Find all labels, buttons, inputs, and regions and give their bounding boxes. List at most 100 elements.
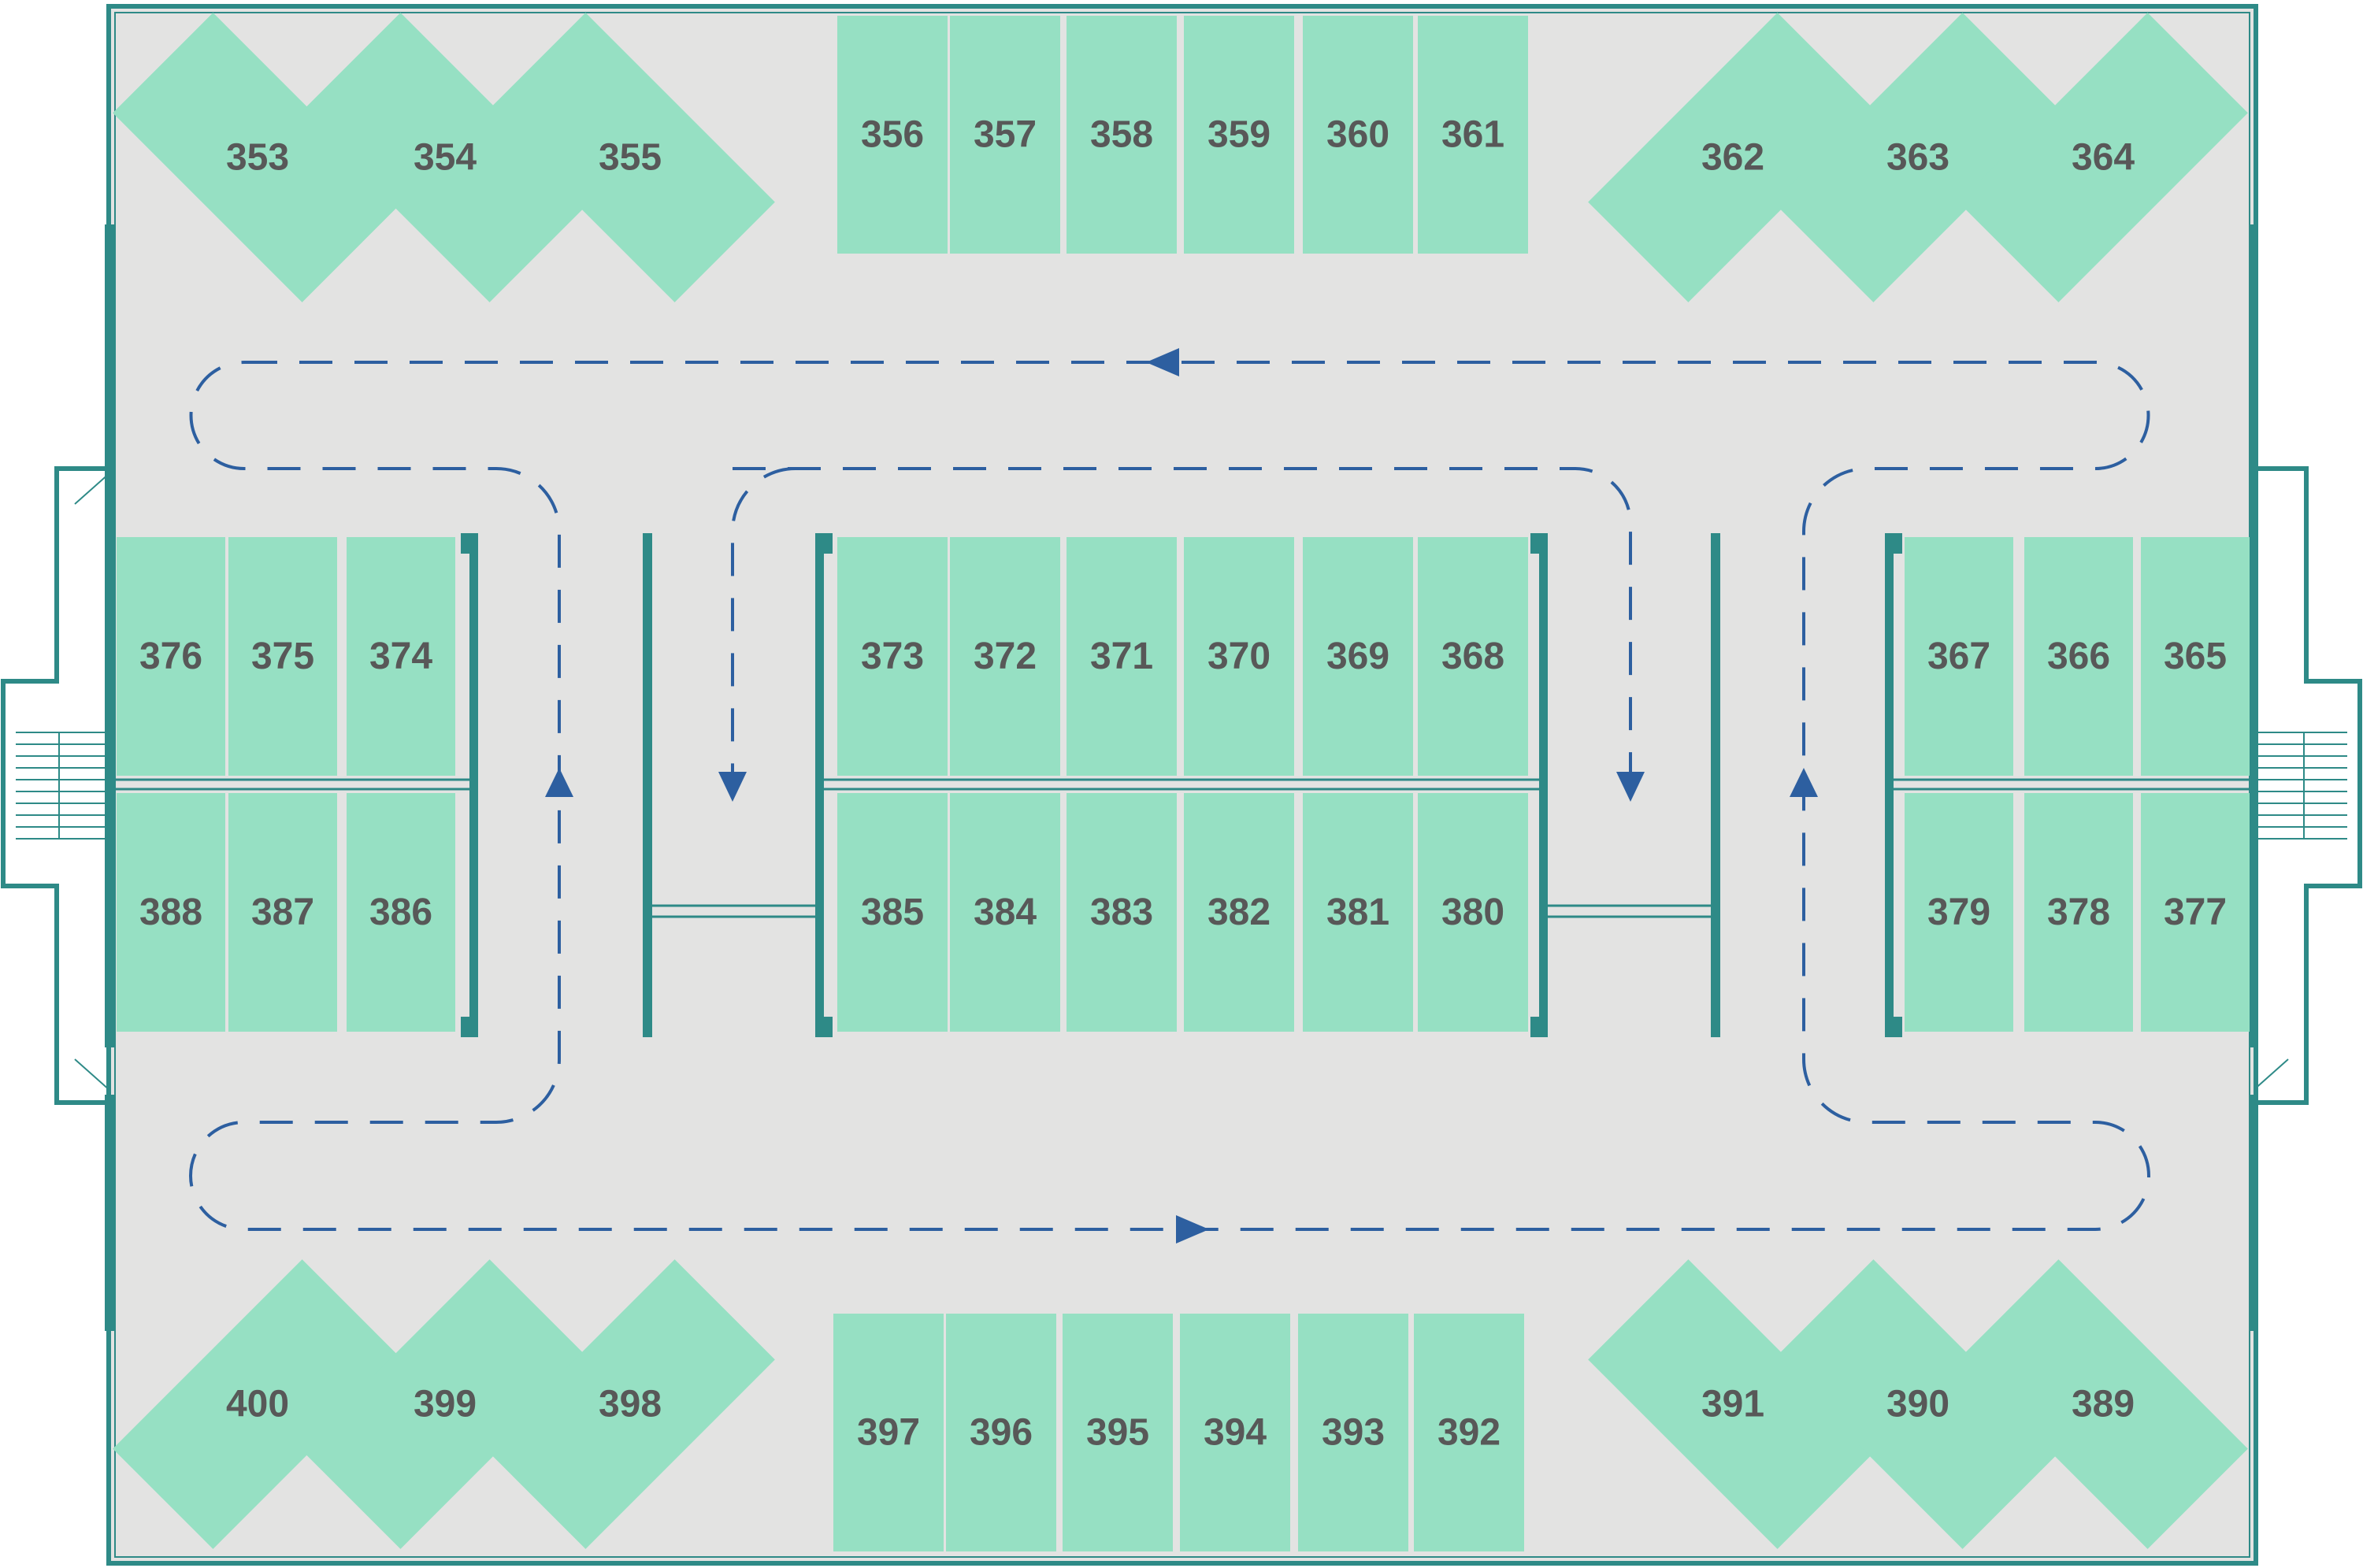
parking-slot[interactable]: 383	[1067, 793, 1177, 1032]
outer-wall-segments	[105, 224, 2258, 1331]
parking-slot[interactable]: 392	[1414, 1314, 1524, 1551]
slot-number: 391	[1701, 1384, 1764, 1425]
parking-slot[interactable]: 370	[1184, 537, 1294, 776]
parking-slot-area	[228, 793, 337, 1032]
parking-slot-area	[1067, 793, 1177, 1032]
slot-number: 386	[369, 891, 432, 933]
slot-number: 362	[1701, 137, 1764, 179]
slot-number: 355	[599, 137, 662, 179]
slot-number: 385	[861, 891, 924, 933]
parking-slot[interactable]: 360	[1303, 16, 1413, 254]
parking-slot-area	[113, 1259, 402, 1549]
parking-slot[interactable]: 361	[1418, 16, 1528, 254]
parking-slot[interactable]: 359	[1184, 16, 1294, 254]
slot-number: 360	[1326, 114, 1389, 156]
parking-slot[interactable]: 378	[2024, 793, 2133, 1032]
parking-slot[interactable]: 385	[837, 793, 948, 1032]
slot-number: 363	[1886, 137, 1949, 179]
parking-slot-area	[1067, 537, 1177, 776]
parking-slot[interactable]: 391	[1588, 1259, 1878, 1549]
parking-slot-area	[837, 793, 948, 1032]
arrow-down-icon	[1616, 772, 1645, 802]
parking-slot[interactable]: 354	[300, 13, 590, 302]
left-entrance	[1, 466, 111, 1105]
parking-slot[interactable]: 357	[950, 16, 1060, 254]
parking-slot[interactable]: 384	[950, 793, 1060, 1032]
parking-slot[interactable]: 369	[1303, 537, 1413, 776]
arrow-up-icon	[1790, 768, 1818, 797]
parking-slot[interactable]: 382	[1184, 793, 1294, 1032]
parking-slot[interactable]: 368	[1418, 537, 1528, 776]
parking-slot-area	[837, 537, 948, 776]
parking-slot[interactable]: 397	[833, 1314, 944, 1551]
parking-slot-area	[485, 13, 775, 302]
parking-slot[interactable]: 396	[946, 1314, 1056, 1551]
parking-slot[interactable]: 394	[1180, 1314, 1290, 1551]
arrow-down-icon	[718, 772, 747, 802]
parking-slot[interactable]: 362	[1588, 13, 1878, 302]
parking-slot[interactable]: 377	[2141, 793, 2250, 1032]
parking-slot-area	[1418, 16, 1528, 254]
parking-slot[interactable]: 380	[1418, 793, 1528, 1032]
parking-slot-area	[117, 793, 225, 1032]
slot-number: 393	[1322, 1412, 1385, 1454]
direction-arrows	[545, 348, 1818, 1244]
slot-number: 387	[251, 891, 314, 933]
parking-slot[interactable]: 395	[1063, 1314, 1173, 1551]
slot-number: 379	[1927, 891, 1990, 933]
parking-slot-area	[113, 13, 402, 302]
parking-slot[interactable]: 356	[837, 16, 948, 254]
parking-slot-area	[1184, 16, 1294, 254]
parking-slot[interactable]: 353	[113, 13, 402, 302]
parking-slot[interactable]: 400	[113, 1259, 402, 1549]
parking-slot-area	[1958, 1259, 2248, 1549]
slot-number: 399	[414, 1384, 477, 1425]
parking-slot-area	[117, 537, 225, 776]
parking-slot[interactable]: 387	[228, 793, 337, 1032]
parking-slot[interactable]: 365	[2141, 537, 2250, 776]
parking-slot-area	[300, 1259, 590, 1549]
parking-slot[interactable]: 355	[485, 13, 775, 302]
parking-slot[interactable]: 386	[347, 793, 455, 1032]
slot-number: 398	[599, 1384, 662, 1425]
parking-slot[interactable]: 376	[117, 537, 225, 776]
slot-number: 390	[1886, 1384, 1949, 1425]
slot-number: 373	[861, 636, 924, 677]
slot-number: 357	[974, 114, 1037, 156]
parking-slot-area	[1184, 537, 1294, 776]
parking-slot[interactable]: 371	[1067, 537, 1177, 776]
slot-number: 359	[1207, 114, 1271, 156]
parking-slot-area	[950, 16, 1060, 254]
parking-slot-area	[1905, 537, 2013, 776]
parking-slot[interactable]: 374	[347, 537, 455, 776]
parking-slot[interactable]: 363	[1773, 13, 2063, 302]
parking-slot-area	[1418, 793, 1528, 1032]
slot-number: 361	[1441, 114, 1504, 156]
parking-slot[interactable]: 358	[1067, 16, 1177, 254]
parking-slot-area	[1958, 13, 2248, 302]
parking-slot-area	[347, 793, 455, 1032]
parking-slot[interactable]: 379	[1905, 793, 2013, 1032]
parking-slot-area	[300, 13, 590, 302]
parking-slot[interactable]: 366	[2024, 537, 2133, 776]
slot-number: 364	[2072, 137, 2135, 179]
parking-slot-area	[833, 1314, 944, 1551]
parking-slot[interactable]: 388	[117, 793, 225, 1032]
parking-slot[interactable]: 398	[485, 1259, 775, 1549]
parking-slot[interactable]: 399	[300, 1259, 590, 1549]
parking-slot[interactable]: 381	[1303, 793, 1413, 1032]
parking-slot-area	[1184, 793, 1294, 1032]
parking-slot[interactable]: 393	[1298, 1314, 1408, 1551]
parking-slot[interactable]: 375	[228, 537, 337, 776]
traffic-route	[189, 361, 2150, 1231]
parking-slot[interactable]: 367	[1905, 537, 2013, 776]
parking-slot-area	[1063, 1314, 1173, 1551]
parking-slot[interactable]: 390	[1773, 1259, 2063, 1549]
parking-slot-area	[1298, 1314, 1408, 1551]
parking-slot[interactable]: 372	[950, 537, 1060, 776]
parking-slot[interactable]: 364	[1958, 13, 2248, 302]
slot-number: 396	[970, 1412, 1033, 1454]
parking-slot[interactable]: 389	[1958, 1259, 2248, 1549]
parking-slot-area	[1180, 1314, 1290, 1551]
parking-slot[interactable]: 373	[837, 537, 948, 776]
